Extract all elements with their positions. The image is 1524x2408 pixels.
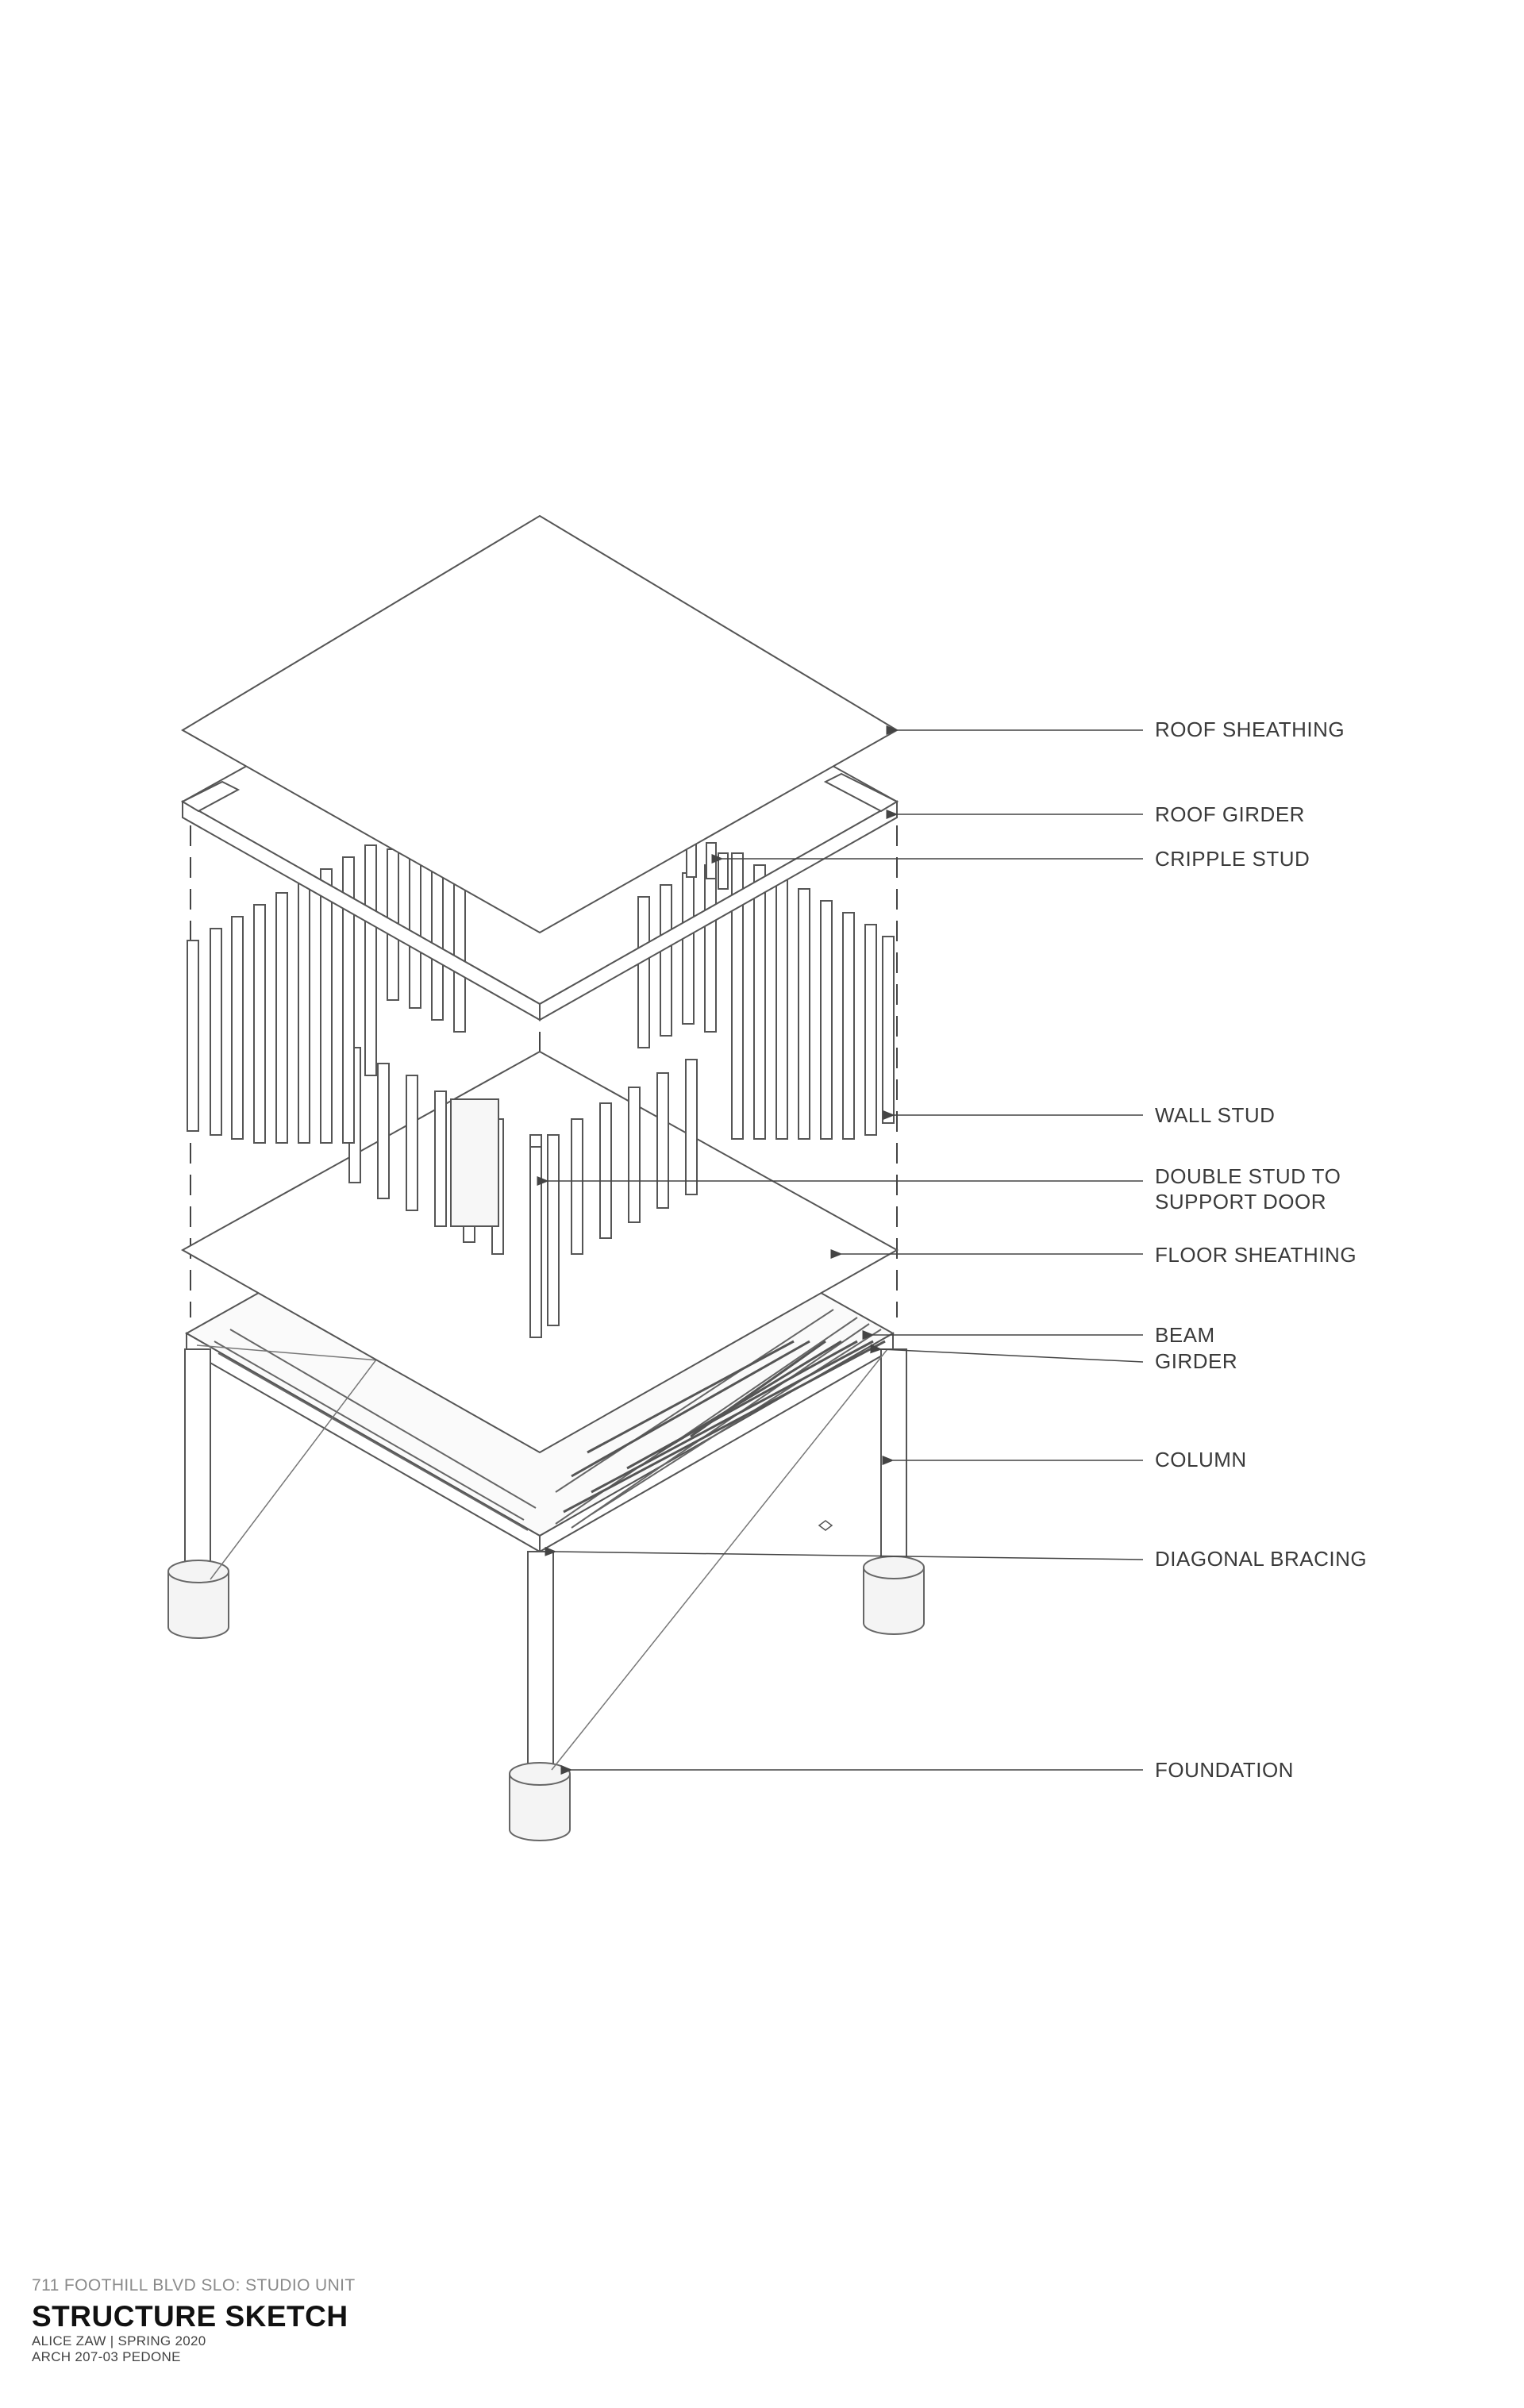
door-double-stud [529,1146,542,1338]
label-girder: GIRDER [1155,1349,1238,1373]
wall-studs-right [637,852,895,1140]
label-roof-sheathing: ROOF SHEATHING [1155,717,1345,741]
leader-lines [537,725,1144,1775]
detail-marker [818,1520,833,1531]
floor-joists [563,1340,886,1514]
label-floor-sheathing: FLOOR SHEATHING [1155,1243,1357,1267]
label-double-stud-line2: SUPPORT DOOR [1155,1190,1326,1214]
beam-slats [214,1309,882,1531]
label-foundation: FOUNDATION [1155,1758,1294,1782]
foundations [167,1556,925,1841]
label-double-stud-line1: DOUBLE STUD TO [1155,1164,1341,1188]
label-roof-girder: ROOF GIRDER [1155,802,1305,826]
label-double-stud: DOUBLE STUD TO SUPPORT DOOR [1155,1164,1341,1214]
label-wall-stud: WALL STUD [1155,1103,1276,1127]
sheet-title: STRUCTURE SKETCH [32,2300,348,2333]
roof-girder-frame [180,602,899,1021]
course-info: ARCH 207-03 PEDONE [32,2349,181,2364]
author-term: ALICE ZAW | SPRING 2020 [32,2333,206,2348]
wall-studs-lower [348,1047,698,1326]
label-diagonal-bracing: DIAGONAL BRACING [1155,1547,1368,1571]
label-beam: BEAM [1155,1323,1215,1347]
project-name: 711 FOOTHILL BLVD SLO: STUDIO UNIT [32,2276,356,2295]
label-cripple-stud: CRIPPLE STUD [1155,847,1310,871]
label-column: COLUMN [1155,1448,1247,1471]
title-block: 711 FOOTHILL BLVD SLO: STUDIO UNIT STRUC… [32,2276,356,2365]
